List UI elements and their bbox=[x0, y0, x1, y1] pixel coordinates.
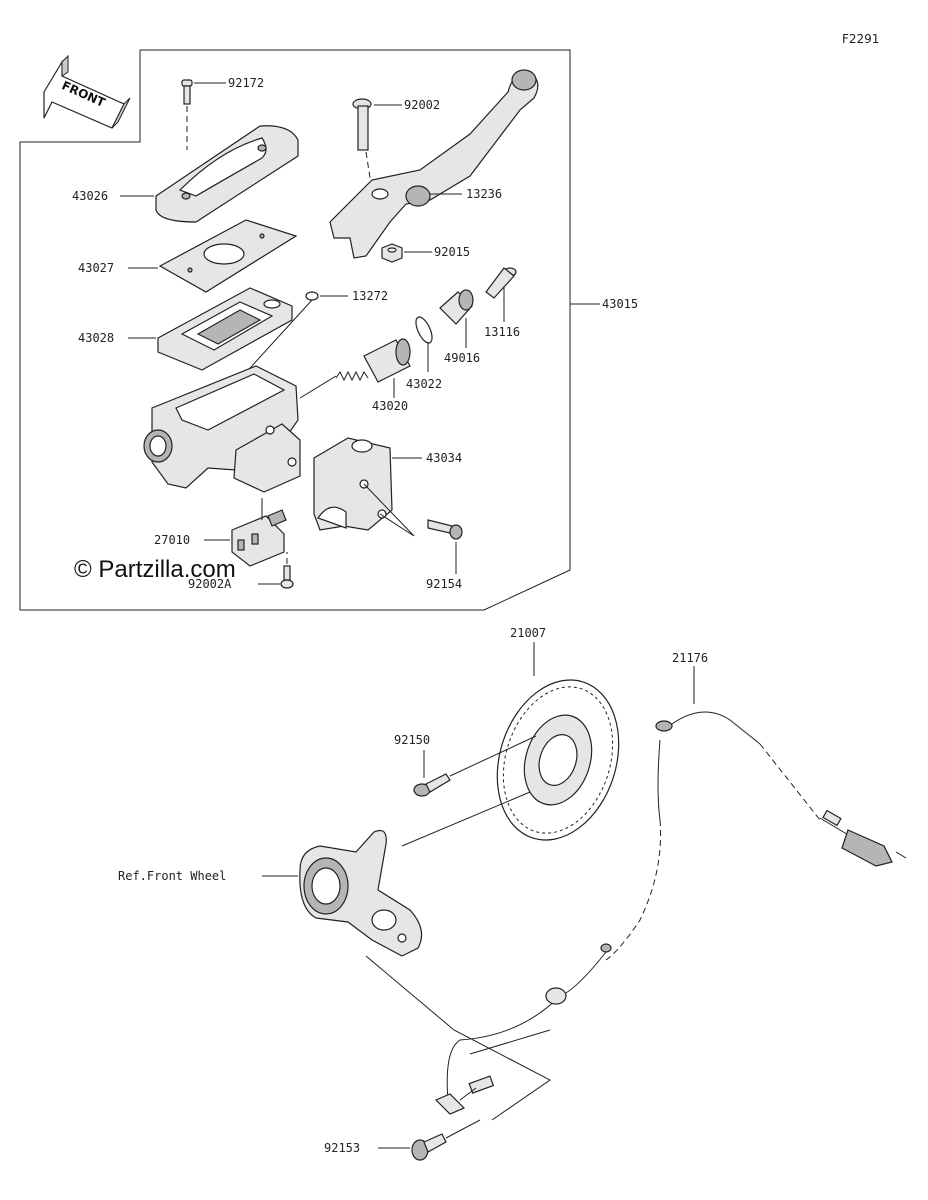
label-21176: 21176 bbox=[672, 651, 708, 665]
label-43022: 43022 bbox=[406, 377, 442, 391]
label-49016: 49016 bbox=[444, 351, 480, 365]
label-92015: 92015 bbox=[434, 245, 470, 259]
screw-92172 bbox=[181, 79, 193, 150]
pushrod-13116 bbox=[485, 267, 517, 299]
label-92153: 92153 bbox=[324, 1141, 360, 1155]
clamp-43034 bbox=[313, 437, 393, 531]
switch-27010 bbox=[231, 509, 287, 567]
label-43028: 43028 bbox=[78, 331, 114, 345]
label-92002A: 92002A bbox=[188, 577, 232, 591]
label-92150: 92150 bbox=[394, 733, 430, 747]
master-cylinder-body bbox=[143, 365, 301, 493]
front-wheel-hub bbox=[299, 829, 423, 957]
bolt-92150 bbox=[413, 773, 451, 797]
piston-kit-43020 bbox=[335, 338, 411, 383]
figure-code: F2291 bbox=[842, 32, 879, 46]
plate-43027 bbox=[158, 219, 298, 293]
label-21007: 21007 bbox=[510, 626, 546, 640]
label-92154: 92154 bbox=[426, 577, 462, 591]
reservoir-cover-43026 bbox=[155, 125, 299, 223]
watermark: © Partzilla.com bbox=[74, 556, 236, 583]
bolt-92154 bbox=[427, 519, 463, 540]
front-arrow-icon: FRONT bbox=[43, 54, 131, 129]
sensor-rotor-21007 bbox=[496, 679, 620, 841]
label-13272: 13272 bbox=[352, 289, 388, 303]
bolt-92153 bbox=[411, 1133, 447, 1161]
boot-49016 bbox=[439, 289, 474, 325]
label-13236: 13236 bbox=[466, 187, 502, 201]
ref-front-wheel-label: Ref.Front Wheel bbox=[118, 869, 226, 883]
label-92002: 92002 bbox=[404, 98, 440, 112]
pivot-bolt-92002 bbox=[352, 98, 373, 191]
label-43020: 43020 bbox=[372, 399, 408, 413]
screw-92002A bbox=[280, 552, 294, 589]
nut-92015 bbox=[381, 243, 403, 263]
label-43027: 43027 bbox=[78, 261, 114, 275]
wheel-speed-sensor-21176 bbox=[434, 711, 907, 1115]
label-13116: 13116 bbox=[484, 325, 520, 339]
label-43026: 43026 bbox=[72, 189, 108, 203]
circlip-43022 bbox=[415, 316, 433, 344]
label-27010: 27010 bbox=[154, 533, 190, 547]
brake-lever bbox=[329, 69, 539, 259]
label-43034: 43034 bbox=[426, 451, 462, 465]
assembly-outline bbox=[19, 49, 571, 611]
label-92172: 92172 bbox=[228, 76, 264, 90]
diaphragm-43028 bbox=[157, 287, 293, 371]
clip-13272 bbox=[305, 291, 319, 301]
label-43015: 43015 bbox=[602, 297, 638, 311]
